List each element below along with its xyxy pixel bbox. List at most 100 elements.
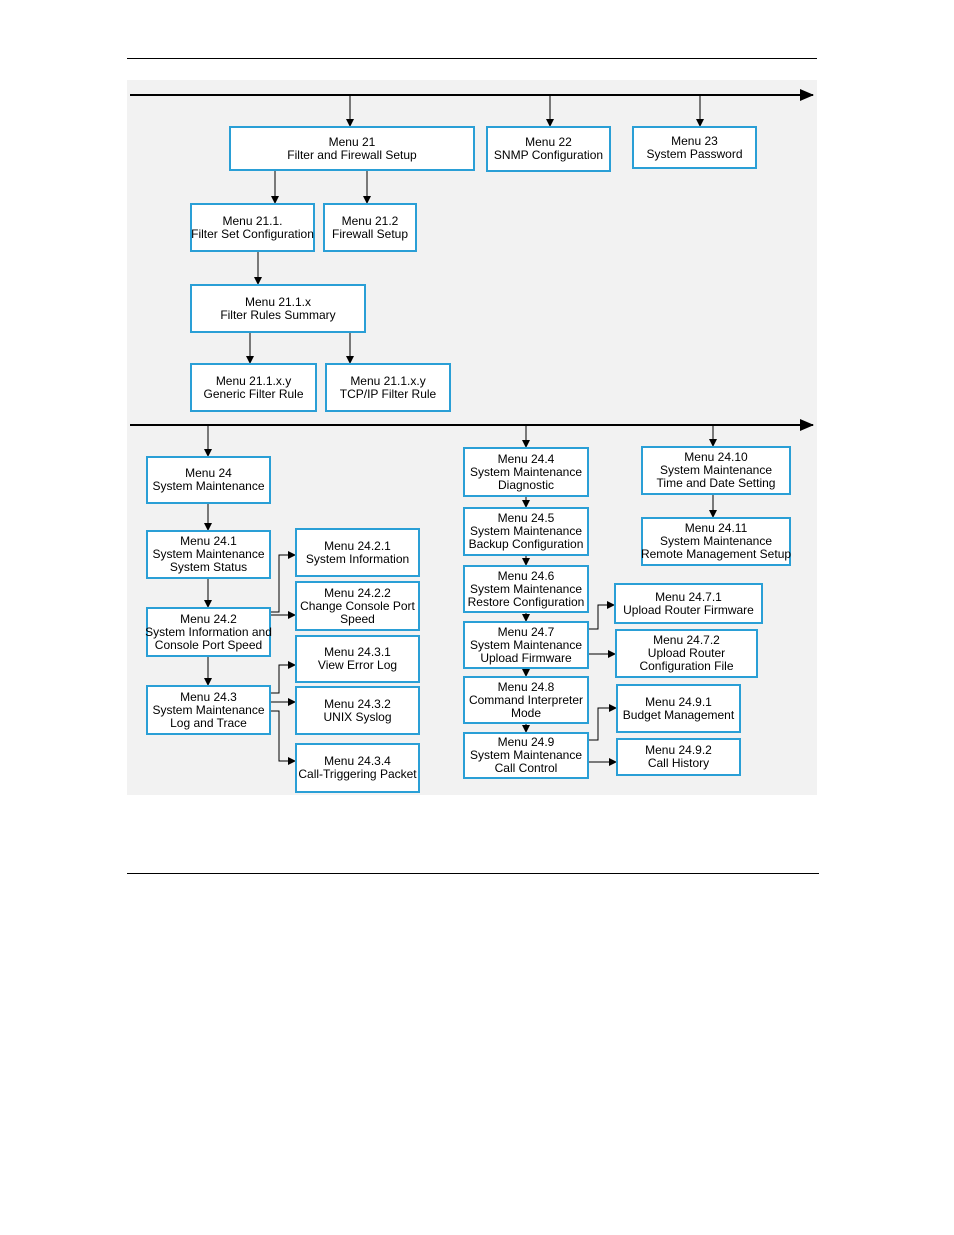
box-label-line: Menu 22 xyxy=(525,135,572,149)
box-label-line: System Maintenance xyxy=(659,463,773,477)
box-label-line: Menu 24.8 xyxy=(497,679,555,694)
box-label-line: Menu 24.3.2 xyxy=(324,696,391,711)
box-label-line: Menu 24.7.1 xyxy=(655,589,722,604)
arrow-to-m24-9-1 xyxy=(589,704,617,741)
box-label-line: System Maintenance xyxy=(469,581,583,596)
box-label-line: Menu 23 xyxy=(671,133,718,148)
box-label-line: Menu 24 xyxy=(185,466,232,480)
box-label-line: Menu 21.1.x xyxy=(244,294,312,309)
box-label-line: System Maintenance xyxy=(659,534,773,548)
arrow-to-m24-3-1 xyxy=(271,661,296,694)
arrow-to-m24-7-1 xyxy=(589,601,615,630)
box-label-line: Menu 24.9.1 xyxy=(645,694,712,709)
box-label-line: Budget Management xyxy=(622,707,735,722)
box-label-line: System Maintenance xyxy=(469,748,583,762)
box-label-line: Speed xyxy=(340,611,375,626)
box-label-line: System Maintenance xyxy=(469,464,583,479)
box-label-line: Menu 24.4 xyxy=(497,451,555,466)
box-label-line: Menu 24.7 xyxy=(497,624,555,639)
box-label-line: Menu 21.2 xyxy=(341,213,399,228)
box-label-line: System Maintenance xyxy=(152,479,265,493)
box-label-line: Menu 24.10 xyxy=(684,450,748,464)
box-label-line: Menu 24.2.2 xyxy=(324,585,391,600)
box-label-line: Menu 21.1.x.y xyxy=(350,373,426,388)
box-label-line: Upload Router xyxy=(647,646,726,660)
footer-rule xyxy=(127,873,819,874)
box-label-line: Generic Filter Rule xyxy=(203,386,304,401)
box-label-line: Call Control xyxy=(494,761,558,775)
box-label-line: Diagnostic xyxy=(497,477,555,492)
box-label-line: Filter and Firewall Setup xyxy=(287,147,417,162)
box-label-line: System Maintenance xyxy=(469,524,583,538)
box-label-line: SNMP Configuration xyxy=(493,148,604,162)
box-label-line: System Password xyxy=(646,146,743,161)
box-m21-1: Menu 21.1.Filter Set Configuration xyxy=(190,203,315,252)
box-label-line: Remote Management Setup xyxy=(640,547,792,561)
box-label-line: Menu 21.1. xyxy=(222,213,283,228)
arrow-to-m24-2-1 xyxy=(271,551,296,613)
box-label-line: Menu 24.9.2 xyxy=(645,743,712,757)
box-label-line: Menu 24.3.1 xyxy=(324,645,391,659)
box-label-line: Firewall Setup xyxy=(331,226,409,241)
box-label-line: System Maintenance xyxy=(152,547,265,561)
box-label-line: Call-Triggering Packet xyxy=(298,767,417,781)
box-label-line: Menu 24.9 xyxy=(497,735,555,749)
box-label-line: System Maintenance xyxy=(469,637,583,652)
box-label-line: Configuration File xyxy=(639,659,734,673)
box-label-line: Change Console Port xyxy=(300,598,415,613)
box-label-line: View Error Log xyxy=(317,658,398,672)
box-label-line: Menu 24.2.1 xyxy=(324,538,391,553)
box-label-line: System Information xyxy=(305,551,410,566)
box-label-line: Menu 21.1.x.y xyxy=(215,373,292,388)
box-label-line: Upload Router Firmware xyxy=(623,602,754,617)
arrow-to-m24-3-4 xyxy=(271,710,296,765)
box-label-line: Menu 24.5 xyxy=(497,511,555,525)
box-label-line: Mode xyxy=(510,705,542,720)
box-label-line: Filter Rules Summary xyxy=(220,307,336,322)
box-label-line: Filter Set Configuration xyxy=(191,226,314,241)
box-label-line: Backup Configuration xyxy=(468,537,584,551)
box-label-line: Menu 21 xyxy=(328,134,376,149)
box-label-line: System Maintenance xyxy=(152,702,265,717)
box-label-line: Menu 24.11 xyxy=(684,521,748,535)
box-label-line: Menu 24.2 xyxy=(180,611,237,626)
box-label-line: Console Port Speed xyxy=(154,637,263,652)
box-label-line: Time and Date Setting xyxy=(656,476,776,490)
header-rule xyxy=(127,58,817,59)
box-label-line: Call History xyxy=(647,756,710,770)
box-label-line: Menu 24.3 xyxy=(180,689,237,704)
box-label-line: Restore Configuration xyxy=(467,594,585,609)
box-label-line: Menu 24.7.2 xyxy=(653,633,720,647)
box-label-line: Log and Trace xyxy=(170,715,247,730)
box-label-line: Menu 24.3.4 xyxy=(324,754,391,768)
box-label-line: System Information and xyxy=(145,624,272,639)
box-label-line: UNIX Syslog xyxy=(323,709,392,724)
